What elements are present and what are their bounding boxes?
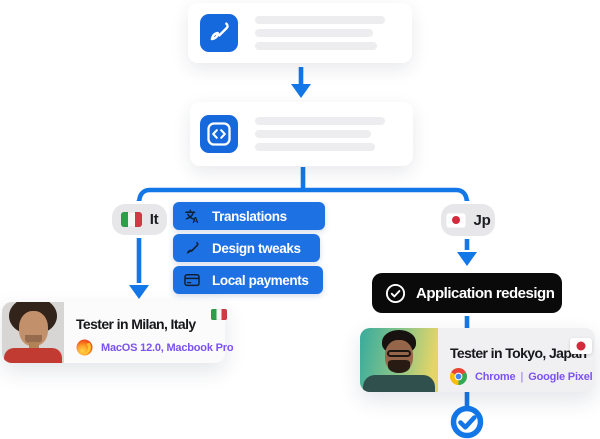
tester-tokyo-spec-browser: Chrome — [475, 370, 516, 383]
skeleton-line — [255, 117, 385, 125]
badge-japan-label: Jp — [473, 211, 491, 229]
avatar-beard — [25, 335, 42, 344]
skeleton-line — [255, 16, 385, 24]
flow-node-code — [190, 102, 413, 166]
check-circle-icon — [450, 405, 484, 439]
arrow-down-icon — [457, 252, 477, 266]
avatar-neck — [29, 342, 39, 351]
skeleton-line — [255, 29, 373, 37]
avatar-shirt — [363, 375, 435, 392]
tokyo-tester-photo — [360, 328, 438, 392]
task-local-payments-label: Local payments — [212, 272, 309, 288]
task-design-tweaks-label: Design tweaks — [212, 240, 301, 256]
japan-flag-icon — [570, 338, 592, 354]
arrow-down-icon — [291, 84, 311, 98]
skeleton-line — [255, 42, 377, 50]
avatar-glasses — [387, 350, 411, 357]
skeleton-line — [255, 130, 371, 138]
avatar-beard — [388, 360, 410, 373]
tester-milan-title: Tester in Milan, Italy — [76, 316, 196, 332]
italy-flag-icon — [120, 212, 142, 227]
firefox-icon — [76, 339, 93, 356]
chrome-icon — [450, 368, 467, 385]
credit-card-icon — [184, 274, 200, 287]
badge-italy-label: It — [149, 211, 159, 228]
tester-milan-spec: MacOS 12.0, Macbook Pro — [101, 341, 234, 354]
task-translations-label: Translations — [212, 208, 287, 224]
tester-tokyo-spec-device: Google Pixel — [528, 370, 593, 383]
tester-card-tokyo: Tester in Tokyo, Japan Chrome | Google P… — [360, 328, 595, 392]
paintbrush-icon — [186, 242, 199, 254]
arrow-down-icon — [129, 285, 149, 299]
check-circle-icon — [385, 283, 406, 303]
svg-text:A: A — [192, 215, 198, 224]
task-design-tweaks[interactable]: Design tweaks — [173, 234, 320, 262]
avatar-shirt — [4, 348, 62, 363]
translate-icon: A — [185, 209, 199, 224]
flow-node-design — [188, 3, 412, 63]
milan-tester-photo — [2, 302, 64, 363]
tester-tokyo-title: Tester in Tokyo, Japan — [450, 345, 587, 361]
task-translations[interactable]: A Translations — [173, 202, 325, 230]
badge-italy: It — [112, 204, 167, 235]
spec-separator: | — [520, 370, 524, 383]
task-local-payments[interactable]: Local payments — [173, 266, 323, 294]
skeleton-text — [255, 117, 385, 151]
paintbrush-icon — [200, 14, 238, 52]
skeleton-line — [255, 143, 375, 151]
badge-japan: Jp — [441, 204, 495, 236]
japan-flag-icon — [445, 212, 466, 228]
tester-card-milan: Tester in Milan, Italy MacOS 12.0, Macbo… — [2, 302, 234, 363]
connector-branch — [136, 187, 470, 205]
code-icon — [200, 115, 238, 153]
italy-flag-icon — [211, 309, 228, 320]
milestone-application-redesign[interactable]: Application redesign — [372, 273, 562, 313]
milestone-label: Application redesign — [416, 284, 555, 302]
skeleton-text — [255, 16, 385, 50]
